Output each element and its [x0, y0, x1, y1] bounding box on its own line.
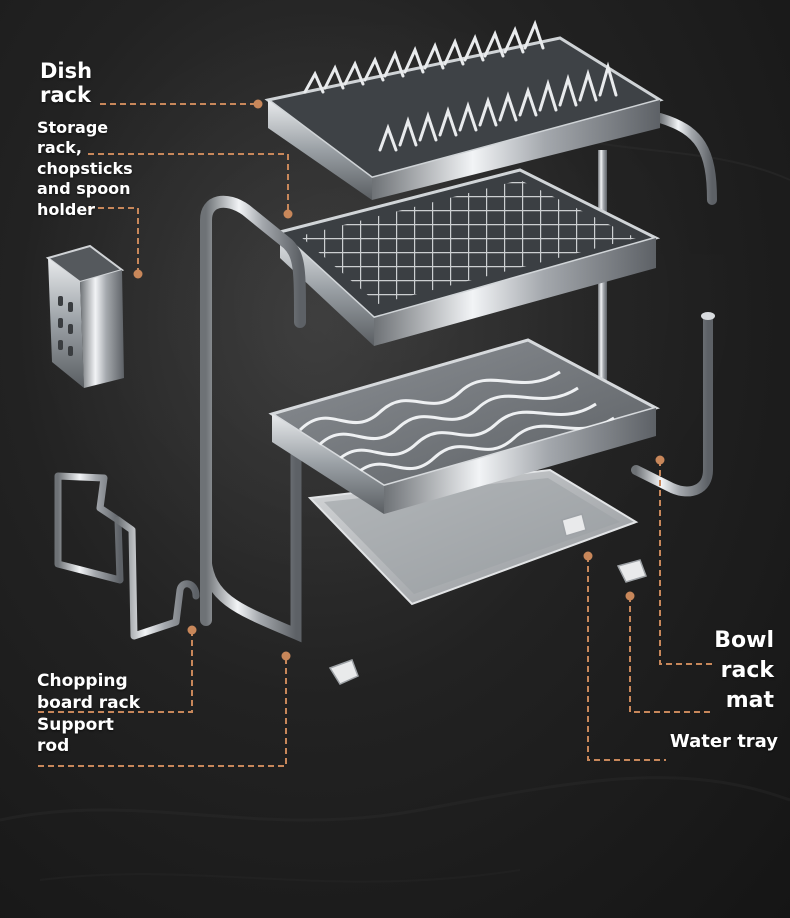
- label-water-tray: Water tray: [669, 731, 778, 752]
- label-chopping-board-line: Support: [37, 714, 114, 735]
- label-chopping-board-line: rod: [37, 736, 70, 757]
- storage-rack-tier: [276, 168, 661, 346]
- leader-dots: [133, 99, 665, 661]
- frame-front-left: [200, 195, 306, 643]
- dish-rack-tier: [264, 19, 664, 200]
- label-dish-rack: Dish rack: [40, 59, 93, 107]
- bowl-rack-tier: [268, 338, 660, 514]
- label-bowl-rack-mat-line: Bowl: [714, 628, 774, 653]
- label-storage-rack: Storage rack, chopsticks and spoon holde…: [37, 118, 133, 220]
- label-storage-rack-line: chopsticks: [37, 158, 133, 178]
- label-storage-rack-line: rack,: [37, 138, 82, 158]
- chopping-board-rack: [54, 472, 200, 640]
- label-storage-rack-line: and spoon: [37, 179, 131, 199]
- label-bowl-rack-mat-line: rack: [720, 657, 774, 683]
- label-chopping-board-line: Chopping: [37, 671, 128, 691]
- label-dish-rack-line: rack: [40, 82, 91, 107]
- leader-lines: [38, 103, 712, 767]
- label-chopping-board-rack: Chopping board rack Support rod: [37, 671, 140, 758]
- label-storage-rack-line: holder: [37, 199, 96, 219]
- label-chopping-board-line: board rack: [37, 692, 141, 713]
- bowl-rack-wires: [298, 370, 615, 478]
- label-storage-rack-line: Storage: [37, 118, 109, 137]
- label-bowl-rack-mat-line: mat: [725, 687, 774, 713]
- frame-front-right: [631, 312, 715, 497]
- label-dish-rack-line: Dish: [40, 59, 93, 83]
- cutlery-holder: [45, 244, 125, 388]
- dish-rack-tines: [303, 19, 618, 152]
- label-bowl-rack-mat: Bowl rack mat: [714, 626, 774, 716]
- mat-clips: [328, 513, 647, 685]
